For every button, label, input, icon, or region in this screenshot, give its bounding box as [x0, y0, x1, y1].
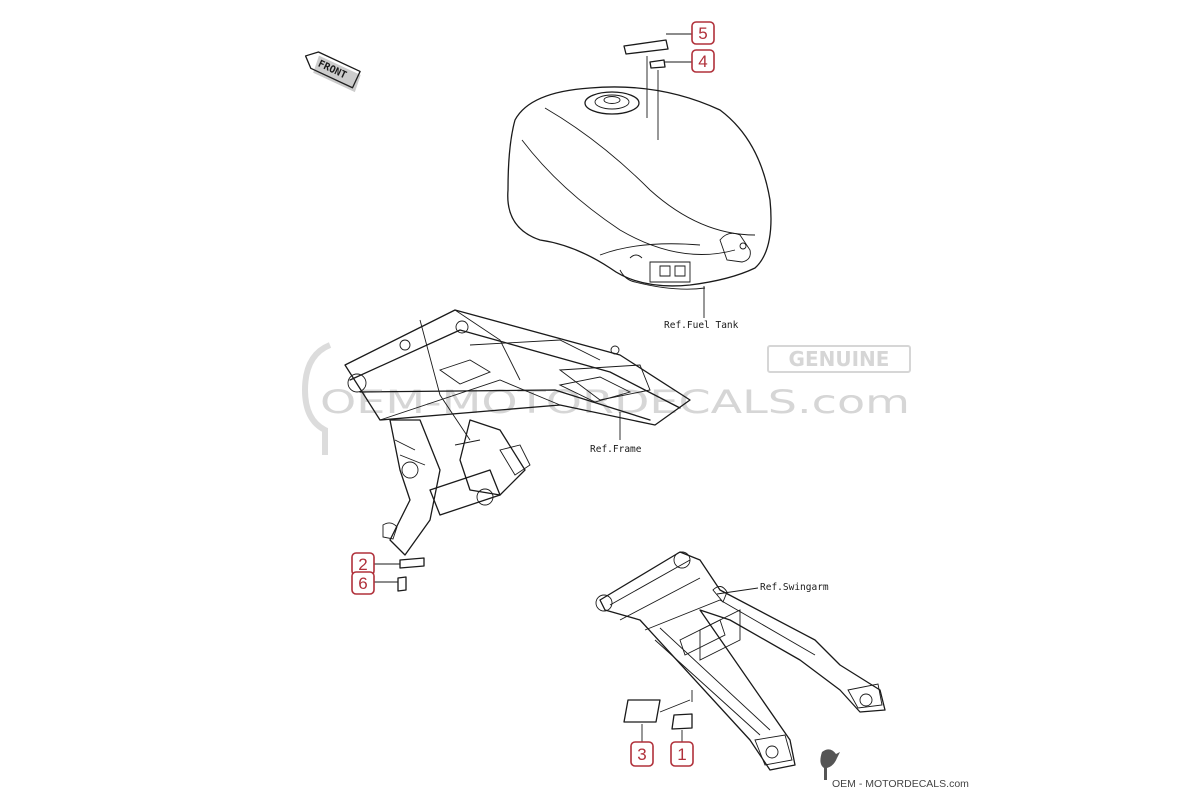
ref-fuel-tank: Ref.Fuel Tank — [664, 320, 739, 331]
callout-5[interactable]: 5 — [691, 21, 715, 45]
watermark: GENUINE OEM-MOTORDECALS.com — [301, 342, 911, 455]
callout-6-number: 6 — [358, 574, 367, 593]
watermark-badge: GENUINE — [789, 347, 890, 371]
callout-1[interactable]: 1 — [670, 741, 694, 767]
callout-3-number: 3 — [637, 745, 646, 764]
watermark-text: OEM-MOTORDECALS.com — [320, 383, 910, 421]
decal-1-part — [671, 713, 693, 730]
watermark-bird-icon — [301, 342, 332, 455]
footer-brand: OEM - MOTORDECALS.com — [820, 749, 969, 790]
callout-2-number: 2 — [358, 555, 367, 574]
callout-6[interactable]: 6 — [351, 571, 375, 595]
bird-logo-icon — [820, 749, 840, 780]
frame-drawing — [344, 309, 691, 556]
ref-frame: Ref.Frame — [590, 444, 642, 455]
decal-5-part — [623, 39, 669, 55]
callout-4[interactable]: 4 — [691, 49, 715, 73]
front-arrow: FRONT — [304, 51, 361, 93]
callout-5-number: 5 — [698, 24, 707, 43]
footer-brand-text: OEM - MOTORDECALS.com — [832, 778, 969, 790]
decal-4-part — [649, 59, 666, 69]
fuel-tank-drawing — [507, 86, 772, 290]
callout-3[interactable]: 3 — [630, 741, 654, 767]
callout-4-number: 4 — [698, 52, 707, 71]
swingarm-drawing — [595, 551, 886, 771]
decal-2-part — [399, 557, 425, 569]
decal-6-part — [397, 576, 407, 592]
ref-swingarm: Ref.Swingarm — [760, 582, 829, 593]
decal-3-part — [623, 699, 661, 723]
callout-1-number: 1 — [677, 745, 686, 764]
